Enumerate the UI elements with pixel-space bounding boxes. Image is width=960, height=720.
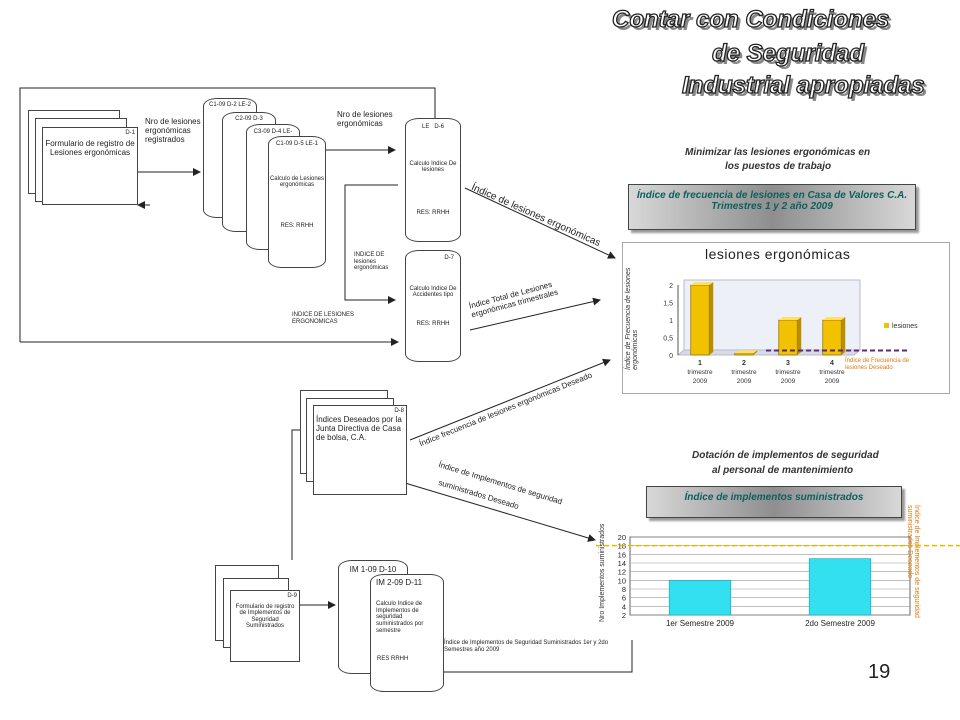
- res-rrhh-4: RES RRHH: [377, 656, 409, 663]
- title-line-2: de Seguridad: [711, 39, 865, 67]
- chart1-xtick: 2009: [825, 378, 840, 385]
- heading1-line2: los puestos de trabajo: [725, 161, 832, 172]
- chart1-bar-side: [709, 282, 714, 355]
- chart1-xtick: 3: [786, 360, 790, 367]
- chart2-ytick: 4: [622, 602, 626, 611]
- form-d9: D-9 Formulario de registro de Implemento…: [230, 590, 300, 662]
- chart2-bar: [668, 580, 732, 616]
- chart1-ytick: 2: [669, 283, 673, 290]
- cylinder-le-d6: LE D-6 Calculo Indice De lesiones RES: R…: [405, 118, 461, 242]
- chart2-ytick: 12: [618, 568, 626, 577]
- im2-code: IM 2-09 D-11: [376, 578, 423, 587]
- chart1-bar-top: [690, 282, 714, 285]
- res-rrhh-3: RES: RRHH: [416, 320, 450, 327]
- im1-code: IM 1-09 D-10: [349, 565, 397, 574]
- bottom-label: Índice de Implementos de Seguridad Sumin…: [444, 640, 609, 653]
- chart1-bar: [734, 352, 754, 356]
- doc-d8: D-8 Índices Deseados por la Junta Direct…: [313, 405, 407, 495]
- res-rrhh-1: RES: RRHH: [280, 222, 314, 229]
- form-d1-label: Formulario de registro de Lesiones ergon…: [45, 138, 135, 157]
- cyl-code: C1-09 D-5 LE-1: [275, 141, 319, 147]
- band2-label: Índice de implementos suministrados: [684, 492, 864, 503]
- chart2-ytick: 6: [622, 594, 626, 603]
- chart1-xtick: 4: [830, 360, 834, 367]
- arrow1-label: Nro de lesiones ergonómicas registrados: [145, 117, 201, 145]
- chart1-xtick: 2009: [693, 378, 708, 385]
- band1: Índice de frecuencia de lesiones en Casa…: [628, 184, 916, 230]
- chart1-xtick: trimestre: [731, 369, 757, 376]
- cyl-code: C3-09 D-4 LE-: [253, 129, 293, 135]
- chart2-xtick: 2do Semestre 2009: [805, 619, 875, 628]
- chart1-legend-swatch: [884, 323, 889, 328]
- chart2-ytick: 16: [618, 550, 626, 559]
- chart1-ytick: 0,5: [663, 336, 673, 343]
- chart1-xtick: trimestre: [819, 369, 845, 376]
- res-rrhh-2: RES: RRHH: [416, 209, 450, 216]
- chart1-xtick: trimestre: [687, 369, 713, 376]
- cyl-code: C2-09 D-3: [235, 116, 263, 122]
- heading1-line1: Minimizar las lesiones ergonómicas en: [685, 147, 871, 158]
- chart1-bar-side: [841, 317, 846, 355]
- arrow2-label: Nro de lesiones ergonómicas: [337, 110, 393, 129]
- chart1-title: lesiones ergonómicas: [705, 246, 851, 262]
- chart2-ytick: 10: [618, 576, 626, 585]
- chart2-deseado-note: Índice de Implementos de seguridad sumin…: [906, 505, 920, 618]
- le-header: LE D-6: [406, 124, 460, 131]
- chart2-ytick: 14: [618, 559, 626, 568]
- chart1-xtick: trimestre: [775, 369, 801, 376]
- cylinder-im2: IM 2-09 D-11 Calculo Indice de Implement…: [370, 574, 444, 692]
- indice-label: INDICE DE lesiones ergonómicas: [354, 252, 389, 272]
- calc-accidentes-label: Calculo Indice De Accidentes tipo: [409, 285, 457, 299]
- chart1-bar-side: [753, 350, 758, 355]
- le-code: LE: [421, 124, 430, 130]
- heading2-line2: al personal de mantenimiento: [712, 465, 854, 476]
- chart2-ytick: 8: [622, 585, 626, 594]
- chart1-ytick: 1: [669, 318, 673, 325]
- chart1-bar-side: [797, 317, 802, 355]
- chart1-xtick: 1: [698, 360, 702, 367]
- chart1-xtick: 2: [742, 360, 746, 367]
- chart1-deseado-note: Índice de Frecuencia de lesiones Deseado: [845, 358, 910, 371]
- chart1-bar: [690, 284, 710, 356]
- chart1-xtick: 2009: [781, 378, 796, 385]
- chart1-ytick: 1,5: [663, 301, 673, 308]
- chart1-bar-top: [734, 350, 758, 354]
- heading2-line1: Dotación de implementos de seguridad: [692, 450, 879, 461]
- chart2-bar: [808, 558, 872, 616]
- page-number: 19: [868, 661, 891, 683]
- chart1-bar-top: [778, 317, 802, 320]
- d7-code: D-7: [444, 255, 454, 261]
- band1-line2: Trimestres 1 y 2 año 2009: [711, 201, 833, 212]
- band2: Índice de implementos suministrados: [646, 486, 902, 518]
- cylinder-calc-lesiones: C1-09 D-5 LE-1 Calculo de Lesiones ergon…: [268, 136, 326, 268]
- chart2-xtick: 1er Semestre 2009: [666, 619, 735, 628]
- form-d1: D-1 Formulario de registro de Lesiones e…: [42, 127, 138, 205]
- cylinder-d7: D-7 Calculo Indice De Accidentes tipo RE…: [405, 250, 461, 362]
- title-line-1: Contar con Condiciones: [611, 5, 890, 33]
- band1-line1: Índice de frecuencia de lesiones en Casa…: [636, 190, 908, 201]
- calc-indice-label: Calculo Indice De lesiones: [409, 160, 457, 174]
- form-d1-code: D-1: [125, 130, 135, 136]
- chart2-ylabel: Nro Implementos suministrados: [599, 523, 606, 622]
- chart1-bar-top: [822, 317, 846, 320]
- chart2-ytick: 20: [618, 533, 626, 542]
- cyl-code: C1-09 D-2 LE-2: [208, 102, 252, 108]
- title-line-3: Industrial apropiadas: [681, 71, 925, 99]
- chart2-ytick: 2: [622, 611, 626, 620]
- indices-deseados-label: Índices Deseados por la Junta Directiva …: [316, 414, 402, 442]
- d8-code: D-8: [394, 408, 404, 414]
- chart1-ytick: 0: [669, 353, 673, 360]
- chart1-xtick: 2009: [737, 378, 752, 385]
- calc-lesiones-label: Calculo de Lesiones ergonómicas: [269, 175, 325, 189]
- chart1-legend-label: lesiones: [892, 323, 918, 330]
- le-doc: D-6: [434, 124, 445, 130]
- d9-code: D-9: [287, 593, 297, 599]
- chart1-plot: 0 0,5 1 1,5 2 1 trimestre 2009 2 trimestre 2009 3 tr…: [663, 279, 918, 385]
- form2-label: Formulario de registro de Implementos de…: [235, 603, 295, 630]
- indice-caps-label: INDICE DE LESIONES ERGONOMICAS: [292, 312, 355, 325]
- calc-implementos-label: Calculo Indice de Implementos de segurid…: [376, 601, 424, 634]
